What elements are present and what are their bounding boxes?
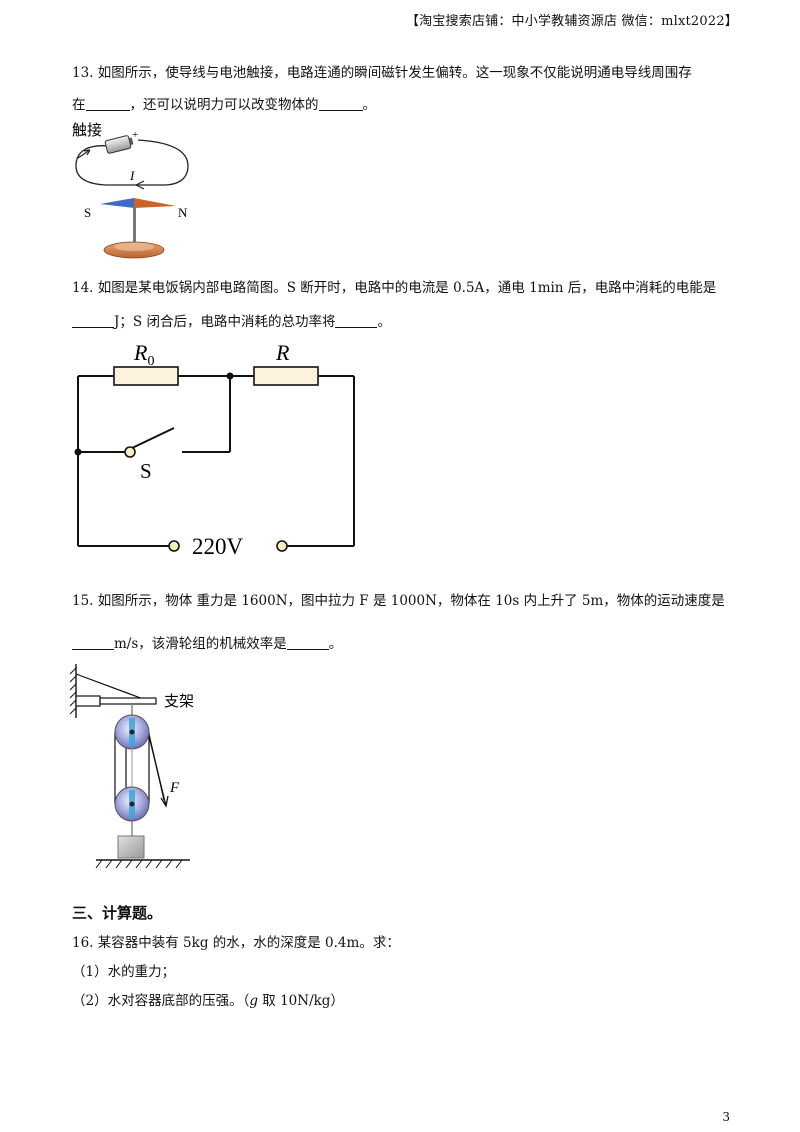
q13-plus-label: + [132,129,138,141]
q13-arrowhead-1 [83,149,91,156]
q14-terminal-left [168,540,180,552]
q14-line1: 14. 如图是某电饭锅内部电路简图。S 断开时，电路中的电流是 0.5A，通电 … [72,280,717,296]
q15-force-arrow [148,735,167,807]
q15-figure-pulley: 支架 F [69,664,194,869]
q16-line2: （1）水的重力； [72,964,176,980]
q13-needle-north [134,198,176,208]
q15-ground-hatch [95,859,183,869]
q13-current-arrow-1 [77,149,91,159]
q15-blank-1 [72,635,114,650]
q13-line2: 在 ，还可以说明力可以改变物体的 。 [72,95,376,115]
q13-current-arrow-2 [134,180,145,190]
page-header: 【淘宝搜索店铺：中小学教辅资源店 微信：mlxt2022】 [405,14,738,29]
q15-blank-2 [286,635,329,650]
q15-bracket-arm [99,697,157,705]
q14-S-label: S [140,459,152,483]
q13-blank-2 [318,96,363,111]
q16-line1: 16. 某容器中装有 5kg 的水，水的深度是 0.4m。求： [72,935,400,951]
q14-junction-left [74,448,82,456]
q16-line3: （2）水对容器底部的压强。（g 取 10N/kg） [72,993,344,1009]
q13-battery [104,135,134,154]
q13-text-b: ，还可以说明力可以改变物体的 [129,97,319,113]
q15-wall-hatch [69,667,77,715]
q13-N-label: N [178,205,188,220]
q14-voltage-label: 220V [192,534,244,559]
q13-touch-label: 触接 [72,122,102,139]
q15-F-label: F [169,780,180,796]
q14-resistor-R [253,366,319,386]
q15-weight-box [117,835,145,859]
q15-bracket-mount [75,695,101,707]
q13-wire-loop [75,139,189,186]
q13-needle-south [100,198,134,208]
q15-bracket-label: 支架 [164,693,194,710]
q14-junction-top [226,372,234,380]
q14-text-b: 。 [377,314,391,330]
q14-terminal-right [276,540,288,552]
q13-text-a: 在 [72,97,86,113]
q15-text-a: m/s，该滑轮组的机械效率是 [114,636,287,652]
q14-switch-terminal [124,446,136,458]
q13-stand-rod [133,206,136,244]
q14-figure-circuit: R0 R S 220V [74,340,355,559]
page-number: 3 [722,1110,730,1124]
q14-line2: J；S 闭合后，电路中消耗的总功率将 。 [72,312,391,332]
q13-S-label: S [84,205,91,220]
q14-text-a: J；S 闭合后，电路中消耗的总功率将 [114,314,336,330]
q14-R0-label: R0 [133,340,154,369]
q13-I-label: I [129,168,135,183]
q13-blank-1 [85,96,130,111]
q14-R-label: R [275,340,290,365]
q13-line1: 13. 如图所示，使导线与电池触接，电路连通的瞬间磁针发生偏转。这一现象不仅能说… [72,65,692,81]
q14-blank-1 [72,313,114,328]
q14-resistor-R0 [113,366,179,386]
section-calculation-title: 三、计算题。 [72,904,163,922]
q15-text-b: 。 [328,636,343,652]
q15-line2: m/s，该滑轮组的机械效率是 。 [72,634,342,654]
q14-blank-2 [335,313,378,328]
q15-line1: 15. 如图所示，物体 重力是 1600N，图中拉力 F 是 1000N，物体在… [72,593,725,609]
q13-text-c: 。 [362,97,377,113]
q13-figure-oersted: 触接 + I S N [72,122,189,259]
